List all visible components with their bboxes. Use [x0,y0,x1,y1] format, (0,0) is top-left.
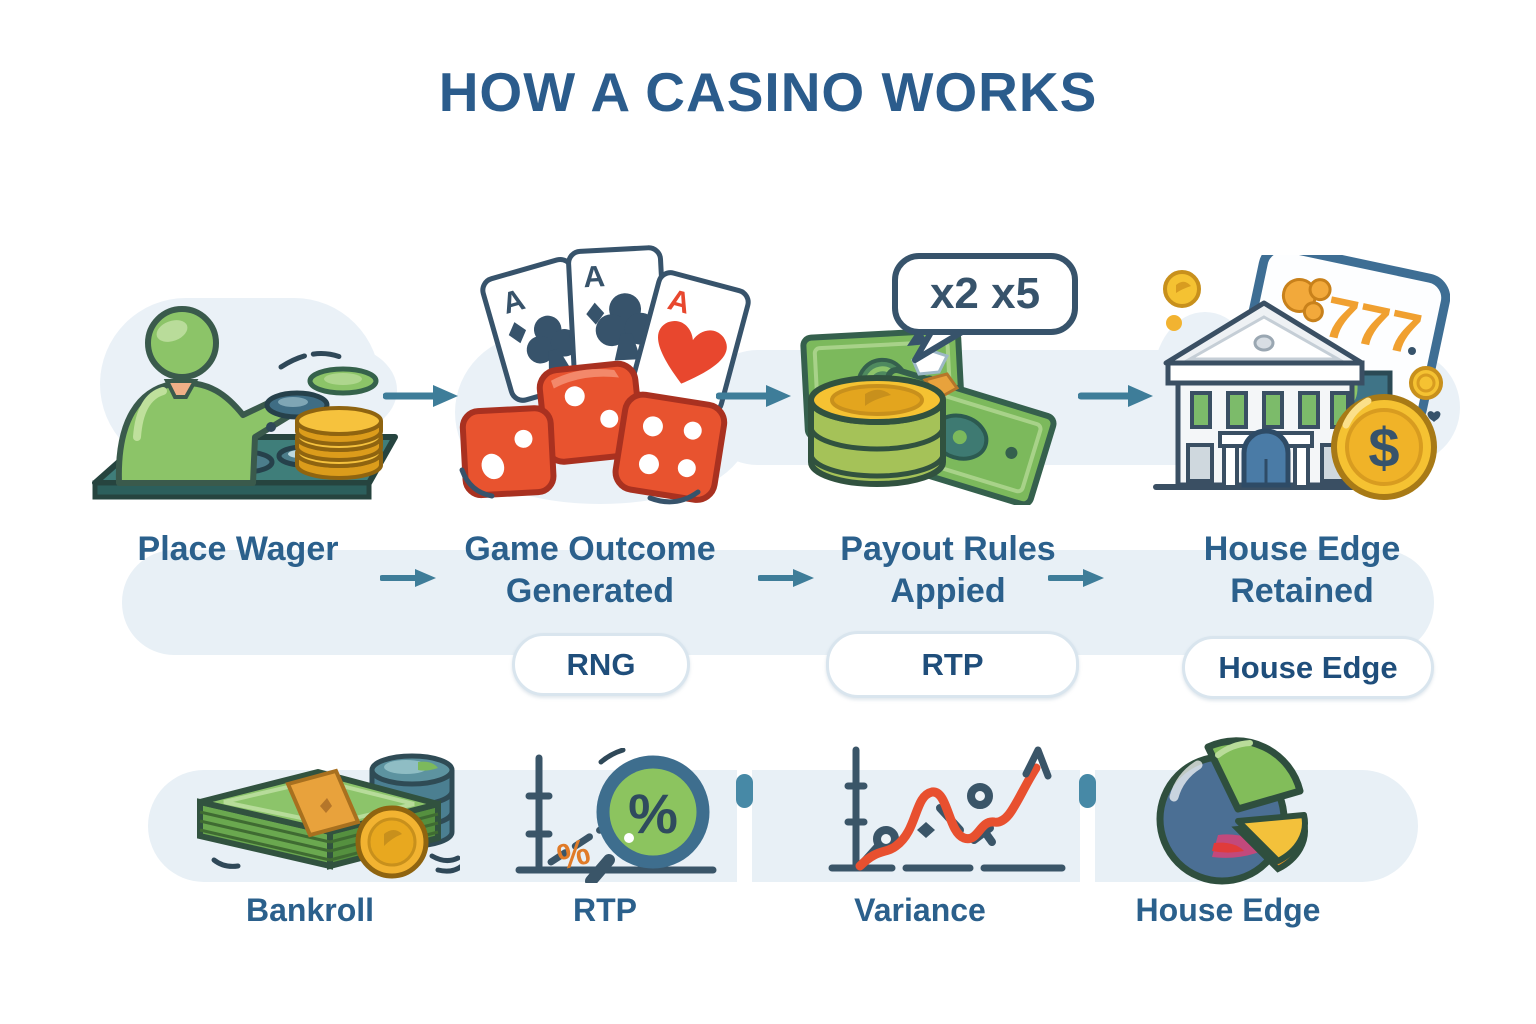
concept-label-bankroll: Bankroll [245,892,375,928]
page-title: HOW A CASINO WORKS [438,61,1098,123]
house-edge-pill: House Edge [1182,636,1434,699]
floating-coin-right [1409,366,1443,400]
rng-pill-label: RNG [566,646,636,682]
rtp-percent-chart-icon: % % [515,748,717,883]
person-head [145,306,219,380]
label-arrow-3 [1048,569,1104,587]
coin-stack [808,375,946,487]
flow-arrow-1 [383,385,458,407]
multiplier-bubble: x2 x5 [892,253,1078,363]
variance-graph-icon [828,746,1066,872]
concept-label-rtp: RTP [573,892,637,928]
large-percent: % [628,782,678,845]
step-label-house-edge: House Edge Retained [1203,530,1401,610]
bankroll-cash-stack-icon [197,753,460,879]
gold-star-cluster [1281,277,1332,323]
house-edge-pie-chart-icon [1156,737,1308,885]
step-label-place-wager: Place Wager [137,530,339,568]
flow-arrow-3 [1078,385,1153,407]
concepts-divider-pill-1 [736,774,753,808]
player-placing-chips-icon [92,306,398,500]
concepts-divider-pill-2 [1079,774,1096,808]
rtp-pill: RTP [826,631,1079,698]
label-arrow-2 [758,569,814,587]
dollar-coin: $ [1331,394,1437,500]
cards-and-dice-icon: A A A [459,245,751,505]
label-arrow-1 [380,569,436,587]
concept-label-variance: Variance [854,892,986,928]
concept-label-house-edge: House Edge [1135,892,1321,928]
multiplier-text: x2 x5 [930,269,1040,318]
playing-card-hearts: A [629,270,751,416]
step-label-game-outcome: Game Outcome Generated [464,530,716,610]
die-back [536,360,645,465]
rtp-pill-label: RTP [921,646,984,682]
gold-coin [355,805,429,879]
floating-coin-left [1163,270,1201,308]
casino-building-icon: 777 $ [1153,255,1450,500]
rng-pill: RNG [512,633,690,696]
dollar-sign: $ [1368,416,1399,479]
house-edge-pill-label: House Edge [1218,649,1398,685]
money-and-chips-icon: x2 x5 [800,253,1078,505]
svg-text:A: A [583,260,606,294]
step-label-payout-rules: Payout Rules Appied [840,530,1056,610]
flow-arrow-2 [716,385,791,407]
die-right [612,391,728,503]
die-left [459,405,557,499]
